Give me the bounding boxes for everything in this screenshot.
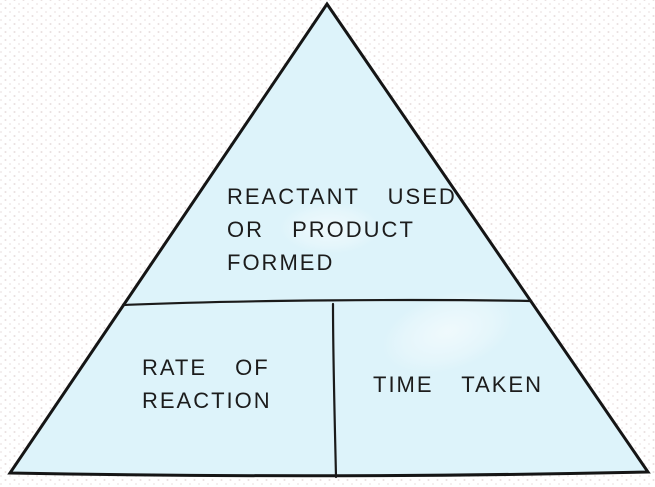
vertical-divider-line xyxy=(331,302,338,479)
top-cell-line: OR PRODUCT xyxy=(227,217,415,242)
highlight xyxy=(280,202,380,254)
bottom-left-cell-label: RATE OF REACTION xyxy=(142,351,272,417)
highlight xyxy=(382,290,514,374)
top-cell-line: FORMED xyxy=(227,250,335,275)
top-cell-line: REACTANT USED xyxy=(227,184,457,209)
bottom-left-cell-line: REACTION xyxy=(142,388,272,413)
bottom-left-cell-line: RATE OF xyxy=(142,355,270,380)
bottom-right-cell-line: TIME TAKEN xyxy=(373,372,543,397)
top-cell-label: REACTANT USED OR PRODUCT FORMED xyxy=(227,180,457,279)
horizontal-divider-line xyxy=(121,298,533,307)
bottom-right-cell-label: TIME TAKEN xyxy=(373,368,543,401)
